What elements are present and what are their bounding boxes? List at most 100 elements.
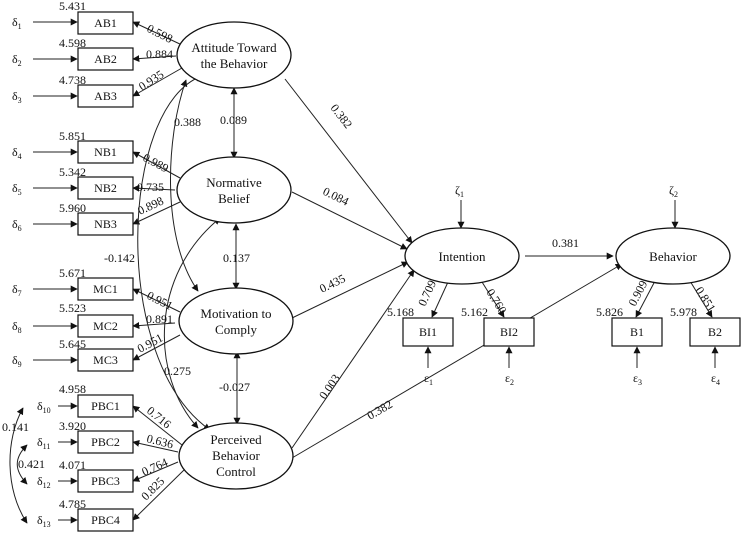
box-nb2 xyxy=(77,176,134,200)
corr-attitude-motivation-value: 0.388 xyxy=(174,115,201,129)
indicator-mc3: MC3 xyxy=(93,353,118,367)
corr-attitude-normative-value: 0.089 xyxy=(220,113,247,127)
latent-normative-belief xyxy=(176,156,292,224)
indicator-mc1: MC1 xyxy=(93,282,118,296)
loading-b2-line xyxy=(689,280,713,318)
box-ab1 xyxy=(77,11,134,35)
path-motivation-intention xyxy=(291,261,409,319)
attitude-label-line2: the Behavior xyxy=(201,56,268,71)
corr-normative-pbc-value: 0.275 xyxy=(164,364,191,378)
intercept-ab1: 5.431 xyxy=(59,0,86,13)
loading-mc1-line xyxy=(132,288,181,313)
delta-13: δ13 xyxy=(37,513,51,529)
box-ab2 xyxy=(77,47,134,71)
intercept-b1: 5.826 xyxy=(596,305,623,319)
loading-b1: 0.909 xyxy=(625,278,650,308)
delta-10: δ10 xyxy=(37,399,51,415)
indicator-b1: B1 xyxy=(630,325,644,339)
loading-mc2: 0.891 xyxy=(146,312,173,326)
indicator-ab1: AB1 xyxy=(94,16,117,30)
box-mc3 xyxy=(77,348,134,372)
corr-delta11-delta12 xyxy=(16,444,28,485)
attitude-label-line1: Attitude Toward xyxy=(191,40,277,55)
intercept-nb1: 5.851 xyxy=(59,129,86,143)
intention-label: Intention xyxy=(439,249,486,264)
indicator-mc2: MC2 xyxy=(93,319,118,333)
delta-7: δ7 xyxy=(12,282,22,298)
corr-attitude-pbc xyxy=(137,74,211,431)
motivation-label-line1: Motivation to xyxy=(200,306,271,321)
corr-normative-motivation-value: 0.137 xyxy=(223,251,250,265)
box-pbc1 xyxy=(77,394,134,418)
intercept-bi2: 5.162 xyxy=(461,305,488,319)
corr-attitude-pbc-value: -0.142 xyxy=(104,251,135,265)
loading-nb3-line xyxy=(132,201,181,225)
indicator-nb2: NB2 xyxy=(94,181,117,195)
delta-3: δ3 xyxy=(12,89,22,105)
indicator-nb3: NB3 xyxy=(94,217,117,231)
intercept-ab3: 4.738 xyxy=(59,73,86,87)
corr-delta10-delta13-value: 0.141 xyxy=(2,420,29,434)
intercept-mc3: 5.645 xyxy=(59,337,86,351)
box-bi2 xyxy=(483,317,535,347)
latent-pbc xyxy=(178,422,294,490)
delta-5: δ5 xyxy=(12,181,22,197)
indicator-bi2: BI2 xyxy=(500,325,518,339)
loading-pbc2: 0.636 xyxy=(145,431,175,451)
intercept-pbc1: 4.958 xyxy=(59,382,86,396)
box-pbc4 xyxy=(77,508,134,532)
path-normative-intention-coef: 0.084 xyxy=(321,184,351,208)
loading-mc3-line xyxy=(132,334,181,361)
delta-2: δ2 xyxy=(12,52,22,68)
latent-variables: Attitude Toward the Behavior Normative B… xyxy=(176,21,731,490)
epsilon-3: ε3 xyxy=(633,371,642,387)
latent-motivation xyxy=(178,287,294,355)
loading-ab2: 0.884 xyxy=(146,47,173,61)
box-pbc2 xyxy=(77,430,134,454)
path-pbc-intention xyxy=(291,269,415,449)
delta-1: δ1 xyxy=(12,15,22,31)
intercept-nb2: 5.342 xyxy=(59,165,86,179)
box-pbc3 xyxy=(77,469,134,493)
pbc-label-line1: Perceived xyxy=(210,432,262,447)
path-motivation-intention-coef: 0.435 xyxy=(317,271,347,295)
path-normative-intention xyxy=(291,191,408,250)
loading-ab3-line xyxy=(132,67,183,97)
indicator-ab3: AB3 xyxy=(94,89,117,103)
indicator-pbc2: PBC2 xyxy=(91,435,120,449)
delta-6: δ6 xyxy=(12,217,22,233)
corr-delta11-delta12-value: 0.421 xyxy=(18,457,45,471)
normative-label-line1: Normative xyxy=(206,175,262,190)
latent-behavior xyxy=(615,227,731,285)
epsilon-1: ε1 xyxy=(424,371,433,387)
connectors xyxy=(9,18,719,524)
indicator-boxes: AB1 AB2 AB3 NB1 NB2 NB3 MC1 MC2 MC3 PBC1… xyxy=(77,11,741,532)
delta-11: δ11 xyxy=(37,435,50,451)
latent-intention xyxy=(404,227,520,285)
intercept-mc1: 5.671 xyxy=(59,266,86,280)
indicator-pbc1: PBC1 xyxy=(91,399,120,413)
path-pbc-behavior xyxy=(291,263,623,459)
delta-9: δ9 xyxy=(12,353,22,369)
loading-nb2-line xyxy=(132,184,176,192)
epsilon-4: ε4 xyxy=(711,371,720,387)
path-pbc-intention-coef: 0.003 xyxy=(316,372,343,402)
loading-ab3: 0.935 xyxy=(136,67,166,93)
path-attitude-intention xyxy=(284,78,413,244)
delta-12: δ12 xyxy=(37,474,51,490)
pbc-label-line2: Behavior xyxy=(212,448,260,463)
epsilon-2: ε2 xyxy=(505,371,514,387)
path-attitude-intention-coef: 0.382 xyxy=(328,101,356,131)
loading-bi1: 0.709 xyxy=(415,278,439,308)
intercept-pbc3: 4.071 xyxy=(59,458,86,472)
loading-nb1-line xyxy=(132,151,181,179)
zeta-1: ζ1 xyxy=(455,183,464,199)
indicator-pbc4: PBC4 xyxy=(91,513,120,527)
corr-motivation-pbc-value: -0.027 xyxy=(219,380,250,394)
loading-pbc4: 0.825 xyxy=(138,474,167,503)
intercept-pbc2: 3.920 xyxy=(59,419,86,433)
indicator-pbc3: PBC3 xyxy=(91,474,120,488)
correlation-labels: 0.089 0.137 -0.027 0.388 0.275 -0.142 0.… xyxy=(2,113,250,471)
loading-pbc2-line xyxy=(132,439,179,453)
normative-label-line2: Belief xyxy=(218,191,250,206)
